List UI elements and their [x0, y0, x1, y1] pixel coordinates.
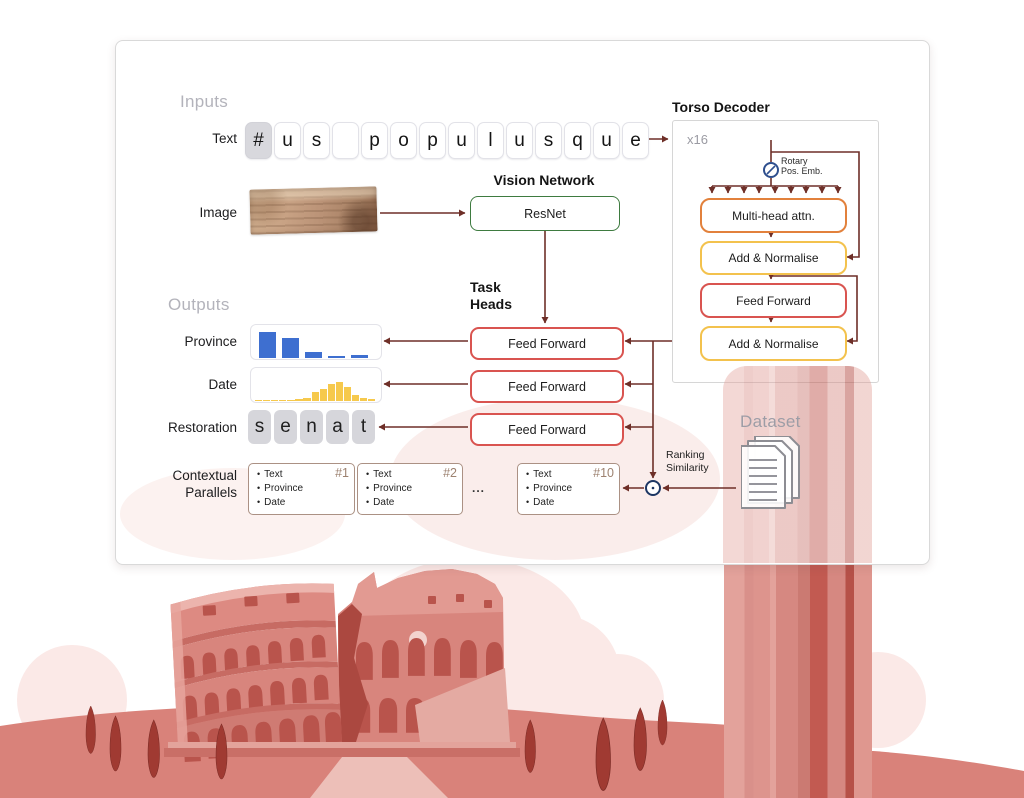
multi-head-attention-box: Multi-head attn.: [700, 198, 847, 233]
cloud-shapes: [17, 558, 926, 755]
chart-bar: [255, 400, 263, 401]
chart-bar: [282, 337, 299, 358]
chart-bar: [279, 400, 287, 401]
text-row-label: Text: [212, 131, 237, 146]
add-normalise-box-1: Add & Normalise: [700, 241, 847, 275]
text-token: s: [535, 122, 562, 159]
inscription-photo: [249, 186, 378, 235]
chart-bar: [303, 397, 311, 401]
task-head-province: Feed Forward: [470, 327, 624, 360]
image-row-label: Image: [199, 205, 237, 220]
road: [310, 734, 448, 798]
text-token: u: [274, 122, 301, 159]
text-token: [332, 122, 359, 159]
parallel-card-item: Province: [526, 482, 619, 496]
text-token: p: [361, 122, 388, 159]
restoration-label: Restoration: [167, 420, 237, 435]
parallel-card: #2TextProvinceDate: [357, 463, 463, 515]
rotary-pos-emb-label: Rotary Pos. Emb.: [781, 156, 823, 176]
chart-bar: [351, 394, 360, 401]
text-token: q: [564, 122, 591, 159]
chart-bar: [295, 399, 303, 401]
text-token: p: [419, 122, 446, 159]
chart-bar: [319, 389, 327, 401]
text-token: e: [622, 122, 649, 159]
parallel-card-item: Text: [526, 468, 619, 482]
parallel-card-item: Province: [257, 482, 354, 496]
add-normalise-box-2: Add & Normalise: [700, 326, 847, 361]
restoration-token: e: [274, 410, 297, 444]
feed-forward-box: Feed Forward: [700, 283, 847, 318]
dataset-documents-icon: [741, 436, 800, 509]
text-token: s: [303, 122, 330, 159]
text-token: #: [245, 122, 272, 159]
chart-bar: [311, 391, 319, 401]
parallel-card-item: Province: [366, 482, 462, 496]
task-heads-label: Task Heads: [470, 279, 513, 312]
chart-bar: [327, 384, 335, 401]
task-head-restoration: Feed Forward: [470, 413, 624, 446]
outputs-section-label: Outputs: [168, 295, 230, 314]
chart-bar: [335, 382, 343, 401]
parallel-card: #10TextProvinceDate: [517, 463, 620, 515]
ranking-similarity-label: Ranking Similarity: [666, 449, 709, 474]
colosseum-illustration: [164, 569, 520, 762]
roman-column: [724, 562, 872, 798]
parallel-card-item: Text: [366, 468, 462, 482]
left-hill: [0, 704, 740, 798]
contextual-parallels-label: Contextual Parallels: [172, 468, 237, 500]
chart-bar: [259, 332, 276, 358]
chart-bar: [263, 400, 271, 401]
repeat-count-label: x16: [687, 132, 708, 147]
right-hill: [860, 750, 1024, 798]
chart-bar: [328, 355, 345, 358]
parallel-card-rank: #2: [443, 466, 457, 480]
chart-bar: [305, 351, 322, 358]
parallel-card-rank: #1: [335, 466, 349, 480]
inputs-section-label: Inputs: [180, 92, 229, 111]
chart-bar: [287, 399, 295, 401]
restoration-token: n: [300, 410, 323, 444]
vision-network-title: Vision Network: [493, 172, 595, 188]
parallel-card: #1TextProvinceDate: [248, 463, 355, 515]
parallel-card-item: Date: [257, 496, 354, 510]
text-token: u: [448, 122, 475, 159]
date-label: Date: [208, 377, 237, 392]
dataset-label: Dataset: [740, 412, 801, 431]
parallel-card-item: Text: [257, 468, 354, 482]
chart-bar: [351, 354, 368, 358]
parallel-card-item: Date: [366, 496, 462, 510]
chart-bar: [360, 397, 368, 401]
text-token: o: [390, 122, 417, 159]
chart-bar: [343, 387, 352, 401]
task-head-date: Feed Forward: [470, 370, 624, 403]
province-label: Province: [184, 334, 237, 349]
text-token: u: [506, 122, 533, 159]
restoration-token: s: [248, 410, 271, 444]
restoration-token: a: [326, 410, 349, 444]
parallels-ellipsis: ...: [472, 481, 486, 495]
torso-decoder-title: Torso Decoder: [672, 99, 770, 115]
text-token: u: [593, 122, 620, 159]
chart-bar: [368, 398, 376, 401]
parallel-card-item: Date: [526, 496, 619, 510]
chart-bar: [271, 400, 279, 401]
date-chart: [250, 367, 382, 403]
restoration-token: t: [352, 410, 375, 444]
cypress-trees: [85, 699, 668, 792]
province-chart: [250, 324, 382, 360]
resnet-box: ResNet: [470, 196, 620, 231]
parallel-card-rank: #10: [593, 466, 614, 480]
text-token: l: [477, 122, 504, 159]
